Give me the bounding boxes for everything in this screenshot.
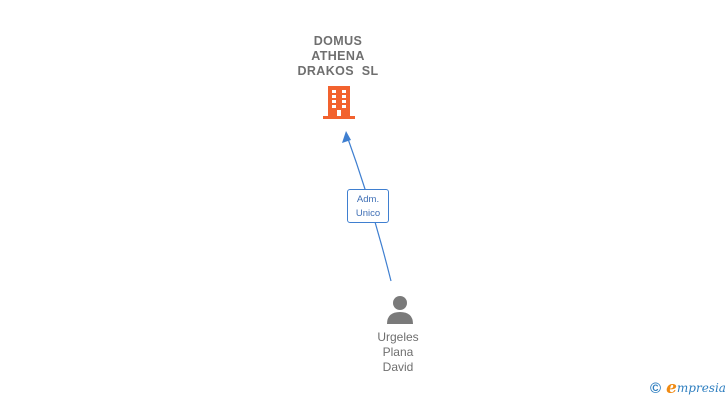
empresia-logo[interactable]: © e mpresia <box>650 378 726 398</box>
logo-text: mpresia <box>676 381 726 395</box>
person-name-line-3: David <box>382 360 414 374</box>
role-line-1: Adm. <box>356 194 380 205</box>
person-name-line-1: Urgeles <box>377 330 419 344</box>
company-name-line-2: ATHENA <box>311 49 365 63</box>
role-line-2: Unico <box>355 208 381 219</box>
building-icon[interactable] <box>322 84 356 120</box>
person-icon[interactable] <box>384 293 416 325</box>
logo-initial: e <box>666 378 677 398</box>
person-name-line-2: Plana <box>382 345 414 359</box>
arrow-head-icon <box>342 131 351 143</box>
company-name-line-3: DRAKOS SL <box>297 64 379 78</box>
company-name-line-1: DOMUS <box>313 34 363 48</box>
person-name[interactable]: Urgeles Plana David <box>350 330 446 375</box>
company-name[interactable]: DOMUS ATHENA DRAKOS SL <box>268 34 408 79</box>
copyright-icon: © <box>650 379 662 397</box>
role-badge[interactable]: Adm. Unico <box>347 189 389 223</box>
